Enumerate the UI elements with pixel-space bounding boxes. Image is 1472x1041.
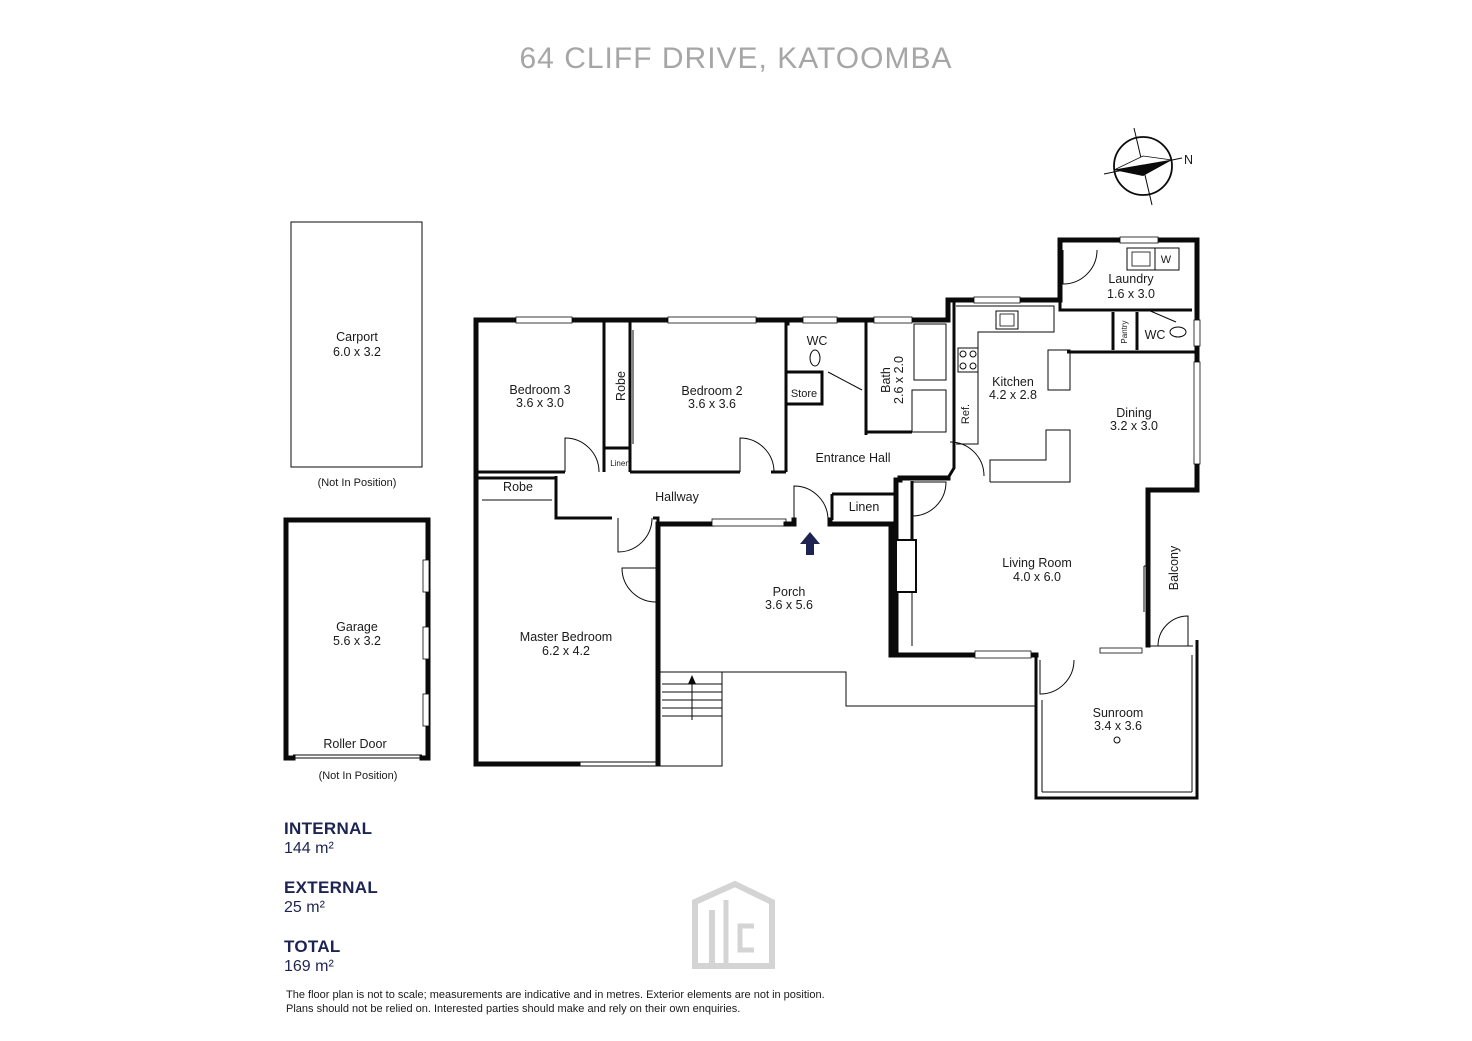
porch-name: Porch: [773, 585, 806, 599]
stairs: [662, 675, 722, 720]
garage-note: (Not In Position): [319, 770, 398, 782]
garage-name: Garage: [336, 620, 378, 634]
sunroom-size: 3.4 x 3.6: [1094, 719, 1142, 733]
washer-label: W: [1161, 254, 1172, 266]
total-area-value: 169 m²: [284, 958, 334, 975]
dining-name: Dining: [1116, 406, 1151, 420]
entry-arrow-icon: [800, 532, 820, 555]
external-area-value: 25 m²: [284, 899, 325, 916]
bedroom3-size: 3.6 x 3.0: [516, 396, 564, 410]
garage: [283, 517, 431, 761]
disclaimer: The floor plan is not to scale; measurem…: [286, 989, 986, 1016]
house-walls: [473, 236, 1201, 800]
carport-name: Carport: [336, 330, 378, 344]
doors: [564, 249, 1189, 695]
agency-logo-icon: [692, 880, 775, 969]
toilet-icon-laundry: [1169, 326, 1187, 338]
laundry-size: 1.6 x 3.0: [1107, 287, 1155, 301]
disclaimer-line2: Plans should not be relied on. Intereste…: [286, 1002, 741, 1015]
wc-main-label: WC: [807, 334, 828, 348]
ceiling-fan-icon: [1113, 736, 1121, 744]
robe-master-label: Robe: [503, 480, 533, 494]
carport: [290, 221, 423, 468]
compass-icon: [1103, 127, 1183, 206]
total-area-label: TOTAL: [284, 937, 341, 956]
kitchen-name: Kitchen: [992, 375, 1034, 389]
ref-label: Ref.: [960, 404, 972, 424]
external-area: EXTERNAL 25 m²: [284, 878, 378, 918]
dining-size: 3.2 x 3.0: [1110, 419, 1158, 433]
wc-laundry-label: WC: [1145, 328, 1166, 342]
garage-roller-door: Roller Door: [323, 737, 386, 751]
bedroom2-name: Bedroom 2: [681, 384, 742, 398]
bath-name: Bath: [879, 367, 893, 393]
internal-area-label: INTERNAL: [284, 819, 373, 838]
entrance-hall-label: Entrance Hall: [815, 451, 890, 465]
pantry-label: Pantry: [1120, 320, 1129, 343]
laundry-name: Laundry: [1108, 272, 1154, 286]
sunroom-name: Sunroom: [1093, 706, 1144, 720]
store-label: Store: [791, 388, 817, 400]
page-title: 64 CLIFF DRIVE, KATOOMBA: [519, 42, 953, 75]
living-room-size: 4.0 x 6.0: [1013, 570, 1061, 584]
bedroom3-name: Bedroom 3: [509, 383, 570, 397]
hallway-label: Hallway: [655, 490, 700, 504]
master-bedroom-name: Master Bedroom: [520, 630, 612, 644]
carport-size: 6.0 x 3.2: [333, 345, 381, 359]
total-area: TOTAL 169 m²: [284, 937, 341, 977]
internal-area: INTERNAL 144 m²: [284, 819, 372, 859]
external-area-label: EXTERNAL: [284, 878, 379, 897]
master-bedroom-size: 6.2 x 4.2: [542, 644, 590, 658]
compass-north-label: N: [1184, 153, 1193, 167]
living-room-name: Living Room: [1002, 556, 1071, 570]
internal-area-value: 144 m²: [284, 840, 334, 857]
robe-vertical-label: Robe: [614, 371, 628, 401]
linen-hall-label: Linen: [849, 500, 880, 514]
linen-small-label: Linen: [610, 459, 630, 468]
disclaimer-line1: The floor plan is not to scale; measurem…: [286, 989, 825, 1001]
carport-note: (Not In Position): [318, 477, 397, 489]
balcony-label: Balcony: [1167, 545, 1181, 590]
bedroom2-size: 3.6 x 3.6: [688, 397, 736, 411]
toilet-icon: [809, 349, 821, 367]
porch-size: 3.6 x 5.6: [765, 598, 813, 612]
bath-size: 2.6 x 2.0: [892, 356, 906, 404]
garage-size: 5.6 x 3.2: [333, 634, 381, 648]
kitchen-size: 4.2 x 2.8: [989, 388, 1037, 402]
